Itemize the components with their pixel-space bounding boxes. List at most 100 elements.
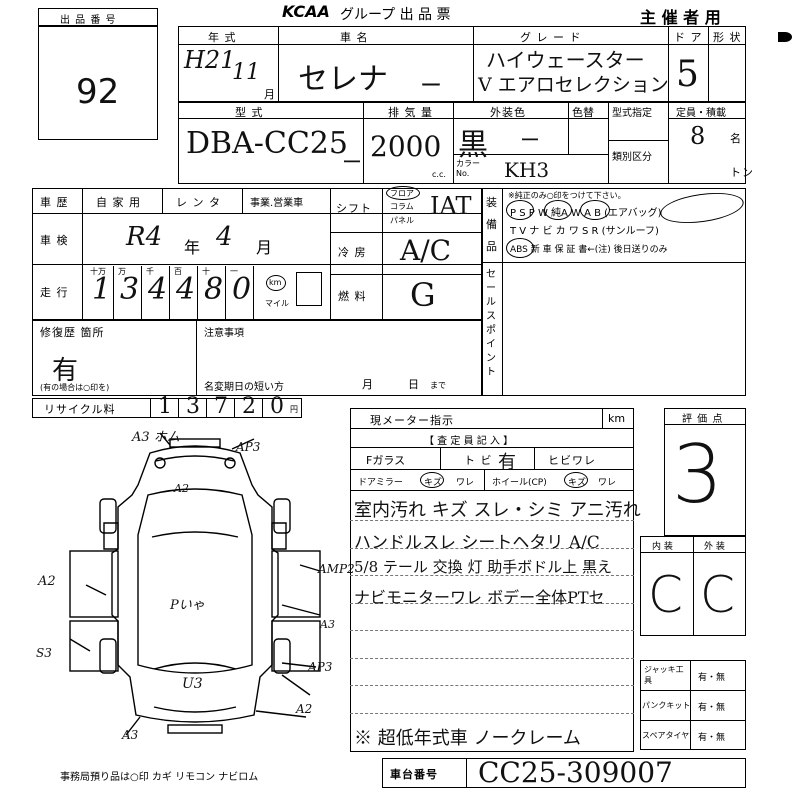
spare-value: 有・無 xyxy=(698,733,726,743)
recycle-label: リサイクル料 xyxy=(44,403,116,416)
exterior-label: 外 装 xyxy=(704,542,725,552)
deadline-month: 月 xyxy=(362,378,374,391)
puncture-value: 有・無 xyxy=(698,703,726,713)
damage-mark: A2 xyxy=(296,702,313,716)
interior-value: C xyxy=(648,566,683,624)
chassis-value: CC25-309007 xyxy=(478,756,673,789)
sales-point-label: セ ー ル ス ポ イ ン ト xyxy=(486,269,497,378)
interior-label: 内 装 xyxy=(652,542,673,552)
color-no-label: カラー No. xyxy=(456,159,480,178)
organizer-use: 主 催 者 用 xyxy=(640,8,721,27)
type-label: 型 式 xyxy=(235,106,264,119)
displacement-label: 排 気 量 xyxy=(388,106,433,119)
exterior-color-value: 黒 xyxy=(458,128,488,163)
history-label: 車 歴 xyxy=(40,196,69,209)
damage-mark: AP3 xyxy=(308,660,333,674)
score-label: 評 価 点 xyxy=(682,414,724,425)
inspection-year: 年 xyxy=(184,238,202,257)
history-business: 事業.営業車 xyxy=(250,198,304,209)
mileage-cell xyxy=(142,266,170,320)
chip-label: ト ビ xyxy=(464,454,493,467)
notes-label: 注意事項 xyxy=(204,328,244,339)
color-no-value: KH3 xyxy=(504,158,550,182)
door-mirror-scratch: キズ xyxy=(424,478,443,488)
exterior-color-label: 外装色 xyxy=(490,106,526,119)
score-frame xyxy=(664,408,746,536)
mileage-km: km xyxy=(269,278,282,287)
corner-mark xyxy=(778,32,792,42)
chip-value: 有 xyxy=(498,452,516,473)
type-value: DBA-CC25 xyxy=(186,126,348,161)
history-rental: レ ン タ xyxy=(176,196,221,209)
inspector-note-1: 室内汚れ キズ スレ・シミ アニ汚れ xyxy=(354,500,641,521)
door-value: 5 xyxy=(676,54,699,95)
meter-unit: km xyxy=(608,412,626,425)
repair-value: 有 xyxy=(52,356,79,386)
recycle-digit: 7 xyxy=(214,394,228,419)
recycle-unit: 円 xyxy=(290,405,298,414)
car-name-value: セレナ xyxy=(298,62,388,97)
capacity-value: 8 xyxy=(690,122,706,150)
mileage-digit: 4 xyxy=(176,272,196,307)
cc-unit: c.c. xyxy=(432,170,446,179)
deadline-until: まで xyxy=(430,381,446,390)
inspector-note-2: ハンドルスレ シートヘタリ A/C xyxy=(354,533,600,553)
repair-note: (有の場合は○印を) xyxy=(40,383,110,392)
year-label: 年 式 xyxy=(208,31,237,44)
mileage-label: 走 行 xyxy=(40,286,69,299)
kcaa-logo: KCAA xyxy=(282,2,330,21)
wheel-label: ホイール(CP) xyxy=(492,478,547,488)
mileage-unit: 一 xyxy=(230,267,238,276)
mileage-unit: 百 xyxy=(174,267,182,276)
equipment-label: 装 備 品 xyxy=(486,196,498,253)
exterior-value: C xyxy=(700,566,735,624)
inspector-title: 【 査 定 員 記 入 】 xyxy=(424,436,514,447)
row1-frame xyxy=(178,26,746,102)
damage-mark: S3 xyxy=(36,646,52,660)
mileage-unit: 十 xyxy=(202,267,210,276)
deadline-label: 名変期日の短い方 xyxy=(204,382,284,393)
shape-label: 形 状 xyxy=(713,31,742,44)
recycle-cell-divider xyxy=(262,398,263,418)
mileage-unit: 万 xyxy=(118,267,126,276)
glass-label: Fガラス xyxy=(366,454,406,467)
fuel-value: G xyxy=(410,276,436,314)
repair-label: 修復歴 箇所 xyxy=(40,326,105,339)
damage-mark: A3 xyxy=(122,728,139,742)
inspector-note-9: ※ 超低年式車 ノークレーム xyxy=(354,728,581,749)
form-title: グループ 出 品 票 xyxy=(340,7,451,23)
score-value: 3 xyxy=(672,428,723,521)
mileage-unit: 十万 xyxy=(90,267,106,276)
inspector-frame xyxy=(350,408,634,752)
damage-mark: AMP2 xyxy=(318,562,355,576)
damage-mark: A3 ホム xyxy=(132,430,180,445)
wheel-crack: ワレ xyxy=(598,478,617,488)
recolor-label: 色替 xyxy=(572,106,594,119)
load-unit: トン xyxy=(730,166,754,179)
puncture-label: パンクキット xyxy=(642,701,691,710)
recycle-cell-divider xyxy=(206,398,207,418)
damage-mark: A3 xyxy=(320,618,335,631)
crack-label: ヒビワレ xyxy=(548,454,596,467)
grade-value-2: V エアロセレクション xyxy=(478,74,669,96)
inspector-note-3: 5/8 テール 交換 灯 助手ボドル上 黒え xyxy=(354,558,612,576)
damage-mark: A2 xyxy=(38,574,56,589)
lot-number-label: 出 品 番 号 xyxy=(60,15,117,26)
damage-mark: U3 xyxy=(182,676,203,692)
recycle-cell-divider xyxy=(234,398,235,418)
mileage-cell xyxy=(114,266,142,320)
mileage-digit: 3 xyxy=(120,272,140,307)
wheel-scratch: キズ xyxy=(568,478,587,488)
month-suffix: 月 xyxy=(264,88,276,101)
mileage-digit: 8 xyxy=(204,272,224,307)
aircon-label: 冷 房 xyxy=(338,246,367,259)
recycle-cell-divider xyxy=(150,398,151,418)
spare-label: スペアタイヤ xyxy=(642,731,690,740)
grade-label: グ レ ー ド xyxy=(520,31,582,44)
history-private: 自 家 用 xyxy=(96,196,141,209)
car-name-label: 車 名 xyxy=(340,31,369,44)
mileage-cell xyxy=(86,266,114,320)
recycle-digit: 2 xyxy=(242,394,256,419)
history-frame xyxy=(32,188,482,320)
fuel-label: 燃 料 xyxy=(338,290,367,303)
